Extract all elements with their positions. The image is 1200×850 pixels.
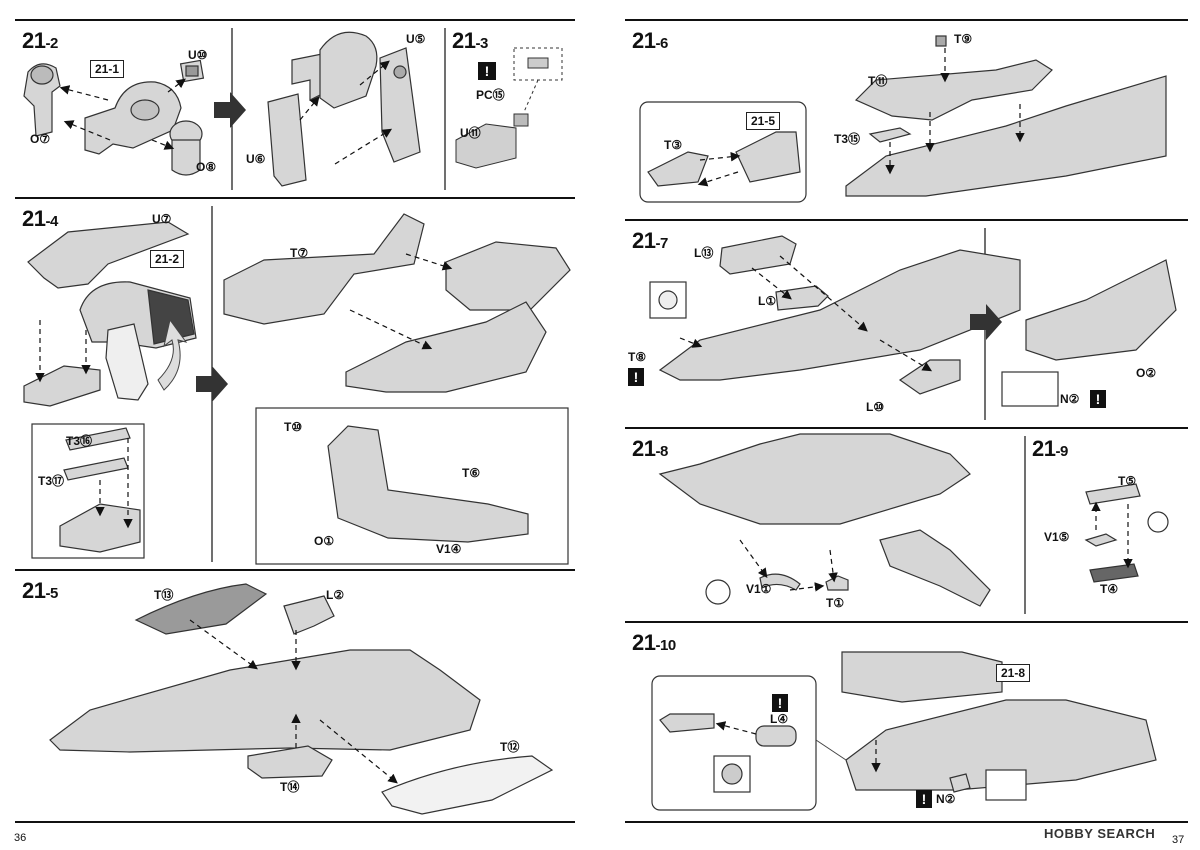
- part-label: T⑪: [868, 74, 888, 88]
- step-number: 21-5: [22, 578, 58, 603]
- part-label: N②: [1060, 392, 1080, 406]
- step-number: 21-4: [22, 206, 58, 231]
- part-label: O⑧: [196, 160, 217, 174]
- step-21-9-art: [1084, 483, 1169, 583]
- part-label: V1⑤: [1044, 530, 1070, 544]
- part-label: T④: [1100, 582, 1119, 596]
- step-number: 21-7: [632, 228, 668, 253]
- step-number: 21-6: [632, 28, 668, 53]
- part-label: T⑫: [500, 740, 520, 754]
- part-label: V1④: [436, 542, 462, 556]
- part-label: N②: [936, 792, 956, 806]
- step-21-5-art: [49, 583, 554, 815]
- part-label: L⑩: [866, 400, 885, 414]
- next-arrow-icon: [214, 92, 246, 128]
- step-number: 21-10: [632, 630, 676, 655]
- part-label: T3⑮: [834, 132, 861, 146]
- part-label: O⑦: [30, 132, 51, 146]
- part-label: T⑥: [462, 466, 481, 480]
- step-21-2-art: [23, 31, 421, 187]
- next-arrow-icon: [970, 304, 1002, 340]
- part-label: T⑭: [280, 780, 300, 794]
- part-label: U⑥: [246, 152, 266, 166]
- step-21-8-art: [658, 433, 991, 607]
- part-label: L①: [758, 294, 777, 308]
- part-label: U⑦: [152, 212, 172, 226]
- part-label: U⑩: [188, 48, 208, 62]
- left-page-rules: [15, 19, 575, 823]
- part-label: O②: [1136, 366, 1157, 380]
- part-label: L④: [770, 712, 789, 726]
- part-label: T⑬: [154, 588, 174, 602]
- svg-text:!: !: [778, 695, 783, 711]
- part-label: 21-2: [150, 250, 185, 268]
- part-label: T⑤: [1118, 474, 1137, 488]
- part-label: PC⑮: [476, 88, 505, 102]
- right-page-rules: [625, 19, 1188, 823]
- svg-text:!: !: [485, 63, 490, 79]
- part-label: T⑦: [290, 246, 309, 260]
- part-label: V1①: [746, 582, 772, 596]
- part-label: 21-5: [746, 112, 781, 130]
- svg-text:!: !: [922, 791, 927, 807]
- step-number: 21-8: [632, 436, 668, 461]
- part-label: L⑬: [694, 246, 714, 260]
- part-label: T3⑰: [38, 474, 65, 488]
- step-21-10-art: [651, 651, 1157, 811]
- step-21-7-art: [649, 235, 1177, 407]
- step-number: 21-3: [452, 28, 488, 53]
- part-label: T⑩: [284, 420, 303, 434]
- step-21-4-art: [23, 221, 197, 559]
- part-label: O①: [314, 534, 335, 548]
- page-number: 37: [1172, 834, 1185, 846]
- part-label: 21-1: [90, 60, 125, 78]
- page-number: 36: [14, 832, 27, 844]
- watermark: HOBBY SEARCH: [1044, 826, 1156, 841]
- part-label: T3⑯: [66, 434, 93, 448]
- part-label: T⑧: [628, 350, 647, 364]
- step-21-3-art: !: [455, 47, 563, 169]
- svg-text:!: !: [634, 369, 639, 385]
- part-label: T①: [826, 596, 845, 610]
- part-label: T⑨: [954, 32, 973, 46]
- part-label: T③: [664, 138, 683, 152]
- next-arrow-icon: [196, 366, 228, 402]
- part-label: 21-8: [996, 664, 1031, 682]
- part-label: U⑪: [460, 126, 481, 140]
- step-number: 21-2: [22, 28, 58, 53]
- step-21-6-art: [639, 35, 1167, 203]
- part-label: L②: [326, 588, 345, 602]
- part-label: U⑤: [406, 32, 426, 46]
- svg-text:!: !: [1096, 391, 1101, 407]
- step-number: 21-9: [1032, 436, 1068, 461]
